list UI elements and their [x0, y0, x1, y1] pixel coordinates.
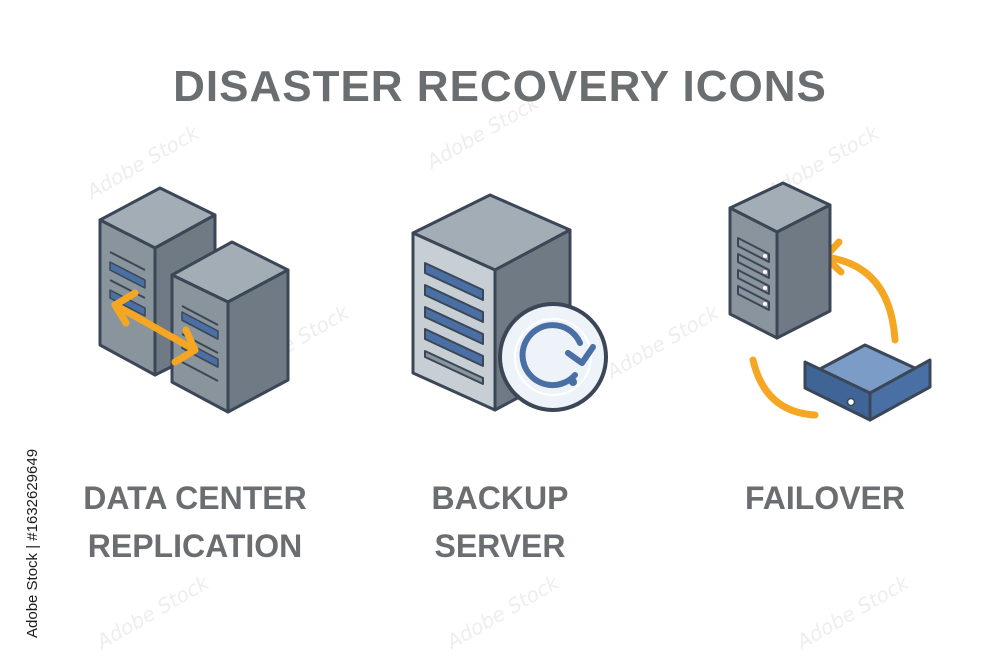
watermark: Adobe Stock	[602, 300, 723, 384]
stock-id-label: Adobe Stock | #1632629649	[24, 448, 41, 638]
caption-line: FAILOVER	[744, 480, 905, 516]
caption-backup-server: BACKUP SERVER	[370, 474, 630, 570]
watermark: Adobe Stock	[792, 570, 913, 654]
refresh-icon	[498, 302, 608, 412]
page-title: DISASTER RECOVERY ICONS	[173, 62, 827, 111]
caption-line: BACKUP	[431, 480, 569, 516]
caption-data-center-replication: DATA CENTER REPLICATION	[45, 474, 345, 570]
data-center-replication-icon	[98, 186, 290, 414]
caption-failover: FAILOVER	[710, 474, 940, 522]
backup-server-icon	[411, 193, 608, 412]
watermark: Adobe Stock	[442, 570, 563, 654]
caption-line: DATA CENTER	[83, 480, 307, 516]
caption-line: REPLICATION	[87, 528, 303, 564]
caption-line: SERVER	[434, 528, 566, 564]
failover-icon	[728, 181, 932, 422]
watermark: Adobe Stock	[92, 570, 213, 654]
